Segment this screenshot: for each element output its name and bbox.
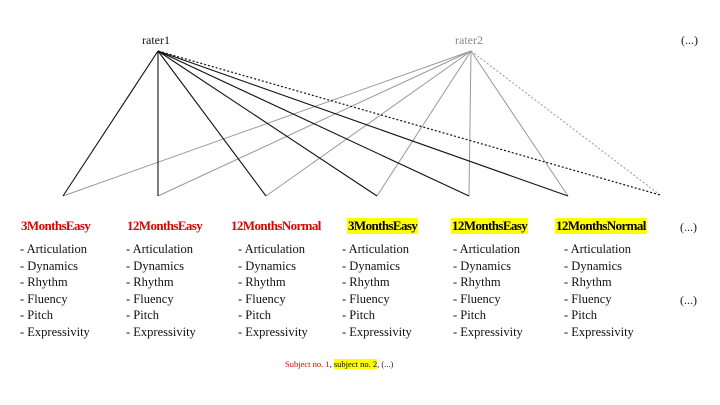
- more-conditions-ellipsis: (...): [680, 220, 697, 234]
- criterion-item: Expressivity: [564, 324, 634, 341]
- criterion-item: Fluency: [342, 291, 412, 308]
- rater1-connection-line: [157, 50, 569, 197]
- criterion-item: Expressivity: [342, 324, 412, 341]
- condition-label-12months-easy-subject2: 12MonthsEasy: [451, 218, 529, 234]
- criterion-item: Fluency: [126, 291, 196, 308]
- caption-separator: ,: [377, 359, 382, 369]
- legend-caption: Subject no. 1, subject no. 2, (...): [285, 359, 393, 369]
- rater1-connection-line: [62, 50, 159, 197]
- criterion-item: Articulation: [20, 241, 90, 258]
- more-criteria-ellipsis: (...): [680, 293, 697, 307]
- criteria-list: Articulation Dynamics Rhythm Fluency Pit…: [20, 241, 90, 341]
- criterion-item: Fluency: [453, 291, 523, 308]
- criterion-item: Dynamics: [453, 258, 523, 275]
- criterion-item: Dynamics: [20, 258, 90, 275]
- criteria-list: Articulation Dynamics Rhythm Fluency Pit…: [564, 241, 634, 341]
- criterion-item: Pitch: [453, 307, 523, 324]
- subject2-legend: subject no. 2: [333, 359, 378, 369]
- condition-label-12months-easy-subject1: 12MonthsEasy: [127, 218, 203, 233]
- caption-separator: ,: [329, 359, 334, 369]
- criterion-item: Articulation: [564, 241, 634, 258]
- criterion-item: Pitch: [342, 307, 412, 324]
- rater1-connection-line: [157, 50, 267, 197]
- criterion-item: Fluency: [238, 291, 308, 308]
- criterion-item: Dynamics: [238, 258, 308, 275]
- criteria-list: Articulation Dynamics Rhythm Fluency Pit…: [126, 241, 196, 341]
- criterion-item: Rhythm: [453, 274, 523, 291]
- criterion-item: Rhythm: [564, 274, 634, 291]
- criterion-item: Pitch: [238, 307, 308, 324]
- caption-ellipsis: (...): [381, 359, 394, 369]
- rater2-label: rater2: [455, 33, 483, 47]
- criterion-item: Fluency: [564, 291, 634, 308]
- criterion-item: Pitch: [20, 307, 90, 324]
- criterion-item: Articulation: [126, 241, 196, 258]
- criterion-item: Expressivity: [126, 324, 196, 341]
- condition-label-12months-normal-subject2: 12MonthsNormal: [555, 218, 647, 234]
- criterion-item: Articulation: [342, 241, 412, 258]
- condition-label-3months-easy-subject2: 3MonthsEasy: [347, 218, 419, 234]
- rater2-connection-line: [470, 50, 569, 197]
- condition-label-3months-easy-subject1: 3MonthsEasy: [21, 218, 91, 233]
- rater2-connection-line: [265, 50, 472, 197]
- criterion-item: Articulation: [453, 241, 523, 258]
- criterion-item: Expressivity: [20, 324, 90, 341]
- rater1-more-connection-line: [157, 50, 661, 196]
- rater1-connection-line: [157, 50, 470, 197]
- criterion-item: Expressivity: [453, 324, 523, 341]
- condition-label-12months-normal-subject1: 12MonthsNormal: [231, 218, 321, 233]
- rater2-connection-line: [376, 50, 472, 197]
- criterion-item: Articulation: [238, 241, 308, 258]
- criterion-item: Rhythm: [126, 274, 196, 291]
- rater2-more-connection-line: [470, 50, 661, 196]
- criterion-item: Dynamics: [126, 258, 196, 275]
- rater1-connection-line: [157, 50, 378, 197]
- criteria-list: Articulation Dynamics Rhythm Fluency Pit…: [453, 241, 523, 341]
- criterion-item: Rhythm: [20, 274, 90, 291]
- criterion-item: Pitch: [126, 307, 196, 324]
- criterion-item: Expressivity: [238, 324, 308, 341]
- criterion-item: Rhythm: [238, 274, 308, 291]
- criterion-item: Pitch: [564, 307, 634, 324]
- criterion-item: Dynamics: [564, 258, 634, 275]
- criterion-item: Fluency: [20, 291, 90, 308]
- more-raters-ellipsis: (...): [681, 33, 698, 47]
- criterion-item: Dynamics: [342, 258, 412, 275]
- criteria-list: Articulation Dynamics Rhythm Fluency Pit…: [342, 241, 412, 341]
- rater2-connection-line: [468, 50, 472, 197]
- rater1-label: rater1: [142, 33, 170, 47]
- criteria-list: Articulation Dynamics Rhythm Fluency Pit…: [238, 241, 308, 341]
- subject1-legend: Subject no. 1: [285, 359, 330, 369]
- criterion-item: Rhythm: [342, 274, 412, 291]
